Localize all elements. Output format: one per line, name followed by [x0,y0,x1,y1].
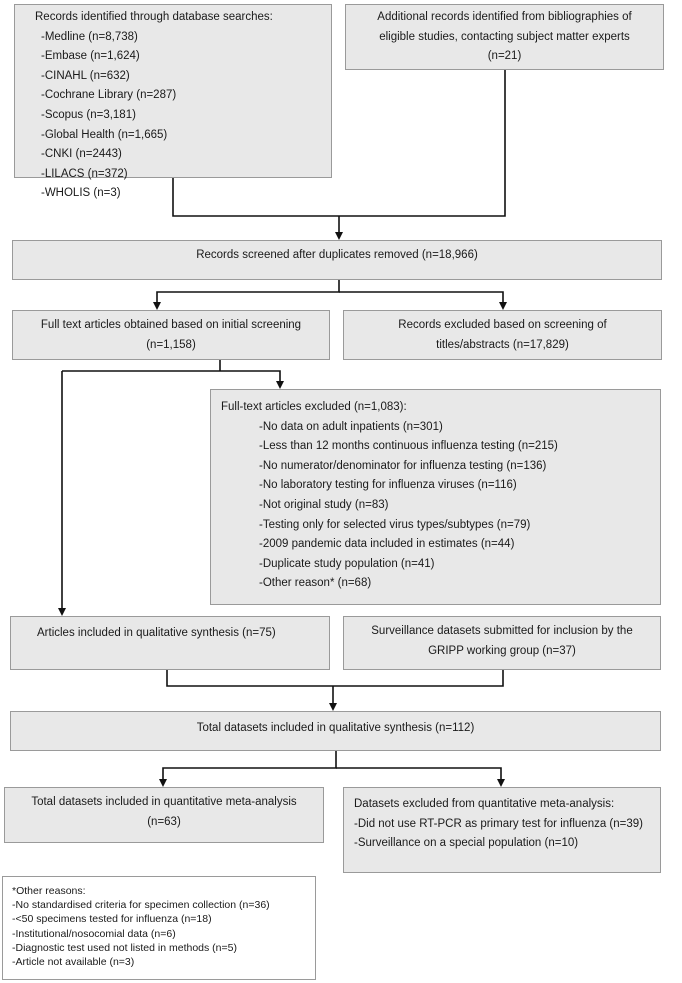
other-reason-item: -<50 specimens tested for influenza (n=1… [12,913,212,926]
database-item: -WHOLIS (n=3) [41,187,121,200]
excluded-quantitative-title: Datasets excluded from quantitative meta… [354,798,615,810]
exclusion-reason: -2009 pandemic data included in estimate… [259,538,515,551]
excluded-screening-line-1: Records excluded based on screening of [398,319,607,331]
excluded-screening-box: Records excluded based on screening of t… [343,310,662,360]
database-item: -CNKI (n=2443) [41,148,122,161]
excluded-quantitative-reason: -Did not use RT-PCR as primary test for … [354,817,643,830]
surveillance-line-1: Surveillance datasets submitted for incl… [371,625,633,637]
other-reasons-box: *Other reasons: -No standardised criteri… [2,876,316,980]
other-reasons-title: *Other reasons: [12,885,86,897]
total-quantitative-line-2: (n=63) [147,815,181,828]
arrowhead-total-qualitative [329,703,337,711]
exclusion-reason: -Not original study (n=83) [259,498,389,511]
total-quantitative-line-1: Total datasets included in quantitative … [31,796,297,808]
database-item: -Cochrane Library (n=287) [41,89,177,102]
exclusion-reason: -No data on adult inpatients (n=301) [259,420,443,433]
identification-box: Records identified through database sear… [14,4,332,199]
database-item: -Global Health (n=1,665) [41,128,168,141]
split-line-total [162,751,337,779]
excluded-screening-line-2: titles/abstracts (n=17,829) [436,338,569,351]
total-qualitative-box: Total datasets included in qualitative s… [10,711,661,751]
identification-title: Records identified through database sear… [35,11,273,23]
other-reason-item: -Institutional/nosocomial data (n=6) [12,927,176,940]
arrowhead-excluded-quantitative [497,779,505,787]
total-quantitative-box: Total datasets included in quantitative … [4,787,324,843]
arrowhead-excluded-screening [499,302,507,310]
database-item: -Medline (n=8,738) [41,30,138,43]
arrowhead-fulltext-obtained [153,302,161,310]
arrowhead-quantitative [159,779,167,787]
branch-line-fulltext [62,370,281,381]
additional-line-3: (n=21) [487,50,522,63]
split-line-screened-right [339,291,504,302]
arrowhead-screened [335,232,343,240]
additional-line-2: eligible studies, contacting subject mat… [379,30,630,43]
additional-line-1: Additional records identified from bibli… [377,11,632,23]
merge-line-synthesis [166,670,504,687]
split-line-total-right [336,767,502,779]
articles-included-box: Articles included in qualitative synthes… [10,616,330,670]
excluded-quantitative-reason: -Surveillance on a special population (n… [354,837,579,850]
surveillance-line-2: GRIPP working group (n=37) [428,644,576,657]
total-qualitative-text: Total datasets included in qualitative s… [196,722,475,734]
fulltext-obtained-box: Full text articles obtained based on ini… [12,310,330,360]
fulltext-obtained-line-1: Full text articles obtained based on ini… [40,319,302,331]
exclusion-reason: -Duplicate study population (n=41) [259,557,435,570]
arrowhead-articles-included [58,608,66,616]
database-item: -Embase (n=1,624) [41,50,140,63]
database-item: -Scopus (n=3,181) [41,108,136,121]
exclusion-reason: -No laboratory testing for influenza vir… [259,479,517,492]
exclusion-reason: -Less than 12 months continuous influenz… [259,440,558,453]
additional-records-box: Additional records identified from bibli… [345,4,664,70]
screened-text: Records screened after duplicates remove… [196,249,478,261]
exclusion-reason: -Testing only for selected virus types/s… [259,518,531,531]
database-item: -CINAHL (n=632) [41,69,130,82]
other-reason-item: -No standardised criteria for specimen c… [12,899,270,912]
fulltext-excluded-title: Full-text articles excluded (n=1,083): [221,401,407,413]
arrowhead-fulltext-excluded [276,381,284,389]
articles-included-text: Articles included in qualitative synthes… [37,627,276,639]
other-reason-item: -Diagnostic test used not listed in meth… [12,941,237,954]
other-reason-item: -Article not available (n=3) [12,956,135,969]
exclusion-reason: -No numerator/denominator for influenza … [259,459,547,472]
split-line-screened [156,280,340,302]
excluded-quantitative-box: Datasets excluded from quantitative meta… [343,787,661,873]
database-item: -LILACS (n=372) [41,167,128,180]
surveillance-box: Surveillance datasets submitted for incl… [343,616,661,670]
exclusion-reason: -Other reason* (n=68) [259,577,372,590]
fulltext-obtained-line-2: (n=1,158) [146,338,196,351]
screened-box: Records screened after duplicates remove… [12,240,662,280]
fulltext-excluded-box: Full-text articles excluded (n=1,083): -… [210,389,661,605]
